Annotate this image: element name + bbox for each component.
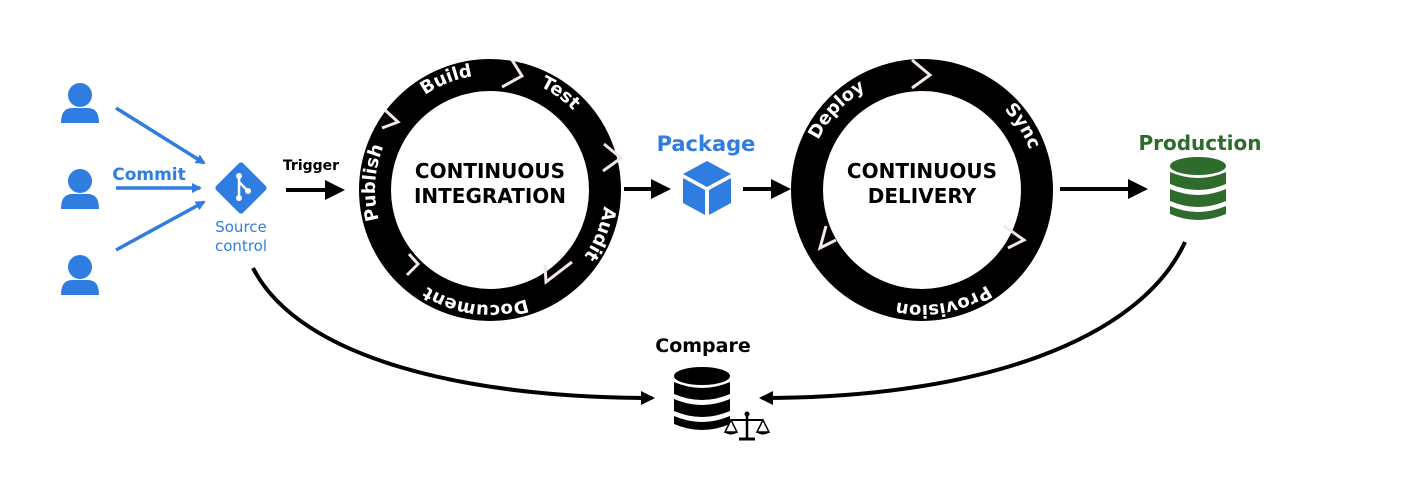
commit-label: Commit [112, 165, 186, 185]
source-control-label: control [215, 237, 267, 255]
database-icon [674, 367, 730, 430]
git-icon [215, 162, 267, 214]
cube-icon [683, 161, 731, 215]
ci-title: CONTINUOUS [415, 159, 565, 183]
compare-label: Compare [655, 335, 750, 357]
database-icon [1170, 157, 1226, 220]
cd-title: DELIVERY [868, 184, 977, 208]
cd-title: CONTINUOUS [847, 159, 997, 183]
ci-title: INTEGRATION [414, 184, 566, 208]
production-to-compare-arrow [759, 241, 1187, 405]
user-icon [61, 169, 99, 209]
scales-icon [723, 411, 771, 441]
user-icon [61, 83, 99, 123]
commit-arrow [115, 106, 206, 165]
source-control-label: Source [215, 218, 267, 236]
production-label: Production [1138, 131, 1261, 155]
user-icon [61, 255, 99, 295]
trigger-label: Trigger [283, 158, 339, 174]
source-to-compare-arrow [251, 267, 655, 405]
package-label: Package [657, 132, 756, 156]
commit-arrow [115, 200, 206, 252]
